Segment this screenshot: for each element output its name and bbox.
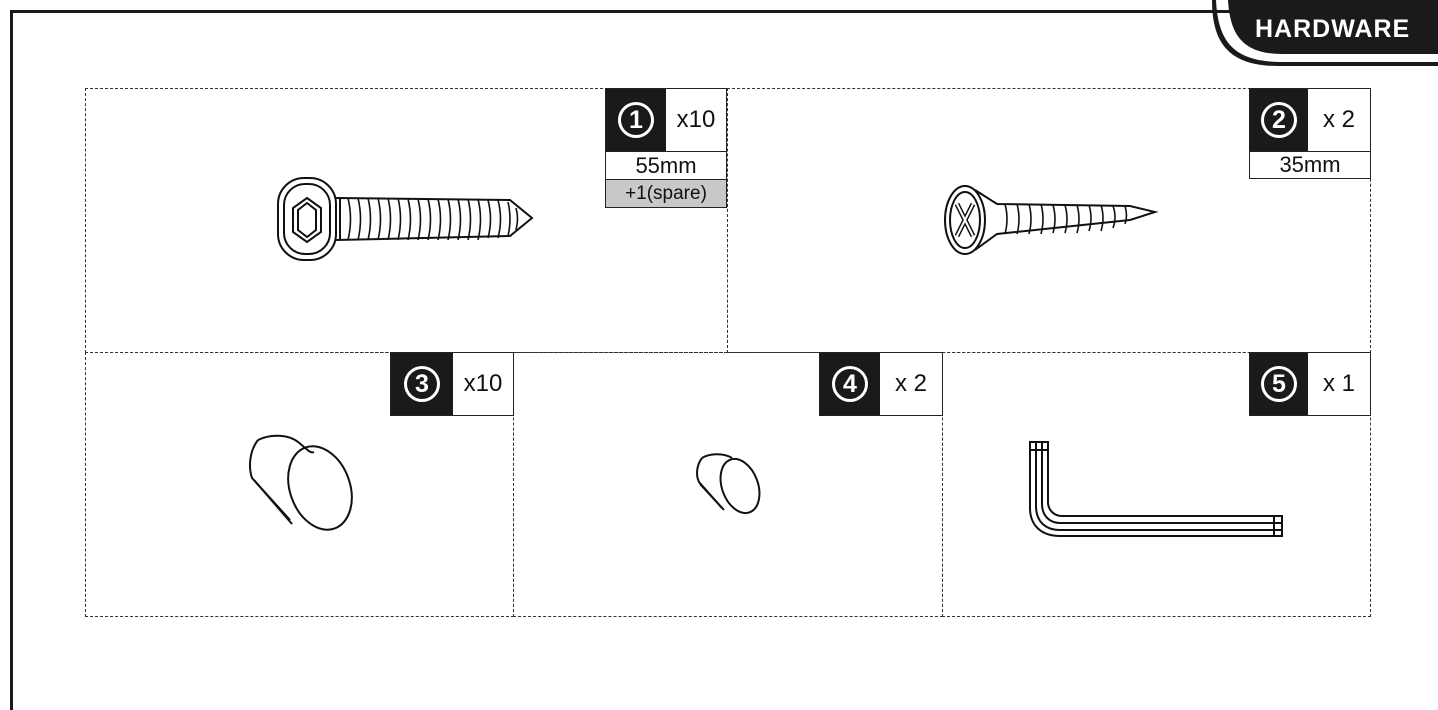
page-frame [10, 10, 1438, 710]
item-2-badge: 2 x 2 [1249, 88, 1371, 152]
item-2-size: 35mm [1249, 151, 1371, 179]
hardware-tab-icon [1212, 0, 1438, 66]
item-3-quantity: x10 [463, 370, 503, 397]
item-1-spare-note: +1(spare) [605, 179, 727, 208]
item-cell-5 [942, 352, 1371, 617]
phillips-wood-screw-icon [944, 185, 1159, 255]
item-3-badge: 3 x10 [390, 352, 514, 416]
item-4-number: 4 [832, 366, 868, 402]
item-5-quantity: x 1 [1322, 370, 1355, 397]
item-5-number: 5 [1261, 366, 1297, 402]
item-3-number: 3 [404, 366, 440, 402]
large-conical-foot-cap-icon [249, 434, 353, 531]
item-1-number: 1 [618, 102, 654, 138]
hex-socket-bolt-icon [277, 177, 534, 261]
allen-key-icon [1029, 441, 1283, 537]
item-2-quantity: x 2 [1322, 106, 1355, 133]
item-1-badge: 1 x10 [605, 88, 727, 152]
small-conical-foot-cap-icon [696, 453, 761, 515]
item-2-number: 2 [1261, 102, 1297, 138]
item-1-size: 55mm [605, 151, 727, 180]
item-4-quantity: x 2 [894, 370, 927, 397]
item-4-badge: 4 x 2 [819, 352, 943, 416]
item-1-quantity: x10 [676, 106, 716, 133]
section-title: HARDWARE [1255, 15, 1411, 43]
item-5-badge: 5 x 1 [1249, 352, 1371, 416]
